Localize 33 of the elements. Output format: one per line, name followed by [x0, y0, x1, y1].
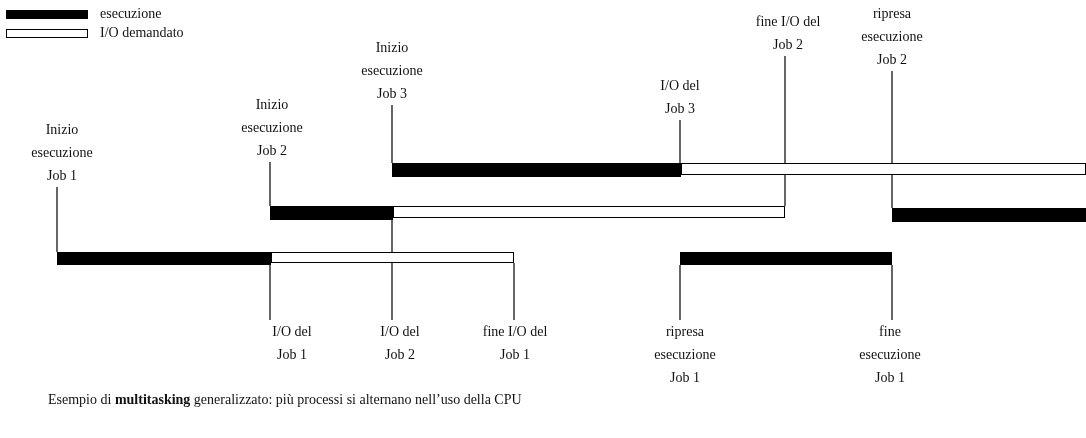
leader-line: [679, 119, 681, 164]
event-label: Inizio esecuzione Job 1: [22, 118, 102, 187]
event-label: I/O del Job 3: [651, 74, 709, 120]
event-label: ripresa esecuzione Job 2: [852, 2, 932, 71]
leader-line: [891, 70, 893, 209]
leader-line: [391, 104, 393, 164]
execution-bar: [392, 163, 681, 177]
event-label: fine I/O del Job 1: [480, 320, 550, 366]
event-label: fine I/O del Job 2: [747, 10, 829, 56]
event-label: I/O del Job 1: [263, 320, 321, 366]
event-label: ripresa esecuzione Job 1: [645, 320, 725, 389]
leader-line: [679, 264, 681, 321]
leader-line: [391, 217, 393, 321]
leader-line: [891, 264, 893, 321]
event-label: Inizio esecuzione Job 2: [232, 93, 312, 162]
legend-label: esecuzione: [100, 7, 162, 21]
execution-bar: [892, 208, 1086, 222]
leader-line: [269, 262, 271, 321]
caption: Esempio di multitasking generalizzato: più processi si alternano nell’uso della CPU: [48, 391, 523, 409]
leader-line: [56, 186, 58, 253]
io-bar: [271, 252, 514, 263]
io-bar: [393, 206, 785, 218]
execution-bar: [270, 206, 393, 220]
legend-label: I/O demandato: [100, 26, 184, 40]
leader-line: [784, 55, 786, 207]
io-bar: [681, 163, 1086, 175]
execution-bar: [57, 252, 271, 265]
event-label: I/O del Job 2: [371, 320, 429, 366]
event-label: Inizio esecuzione Job 3: [352, 36, 432, 105]
leader-line: [269, 161, 271, 207]
execution-bar: [680, 252, 892, 265]
event-label: fine esecuzione Job 1: [850, 320, 930, 389]
leader-line: [513, 262, 515, 321]
